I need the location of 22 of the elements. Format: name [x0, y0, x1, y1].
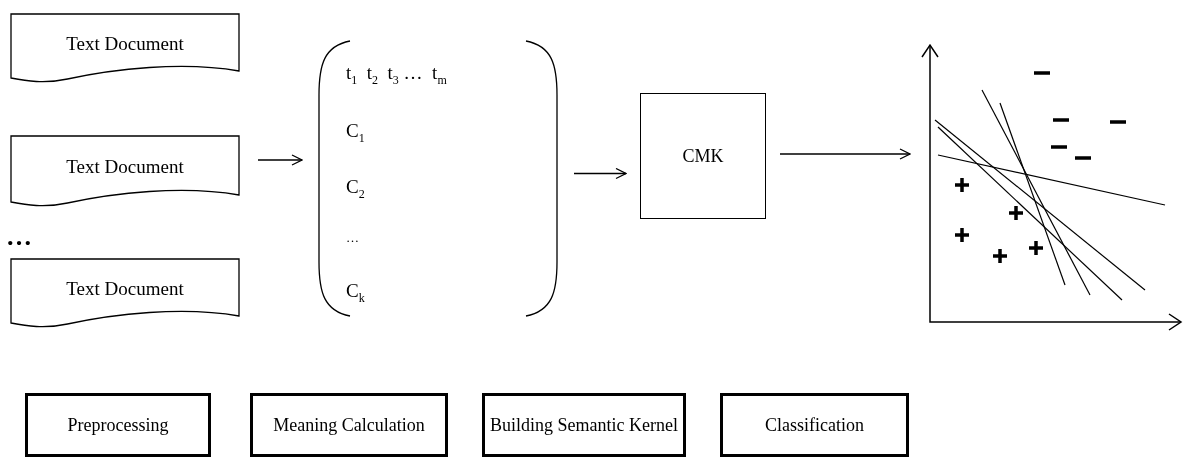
box-label: Preprocessing [67, 414, 169, 436]
process-box [640, 93, 766, 219]
document-label: Text Document [65, 156, 185, 178]
arrow [573, 167, 627, 180]
document-label: Text Document [65, 278, 185, 300]
stage-box [720, 393, 909, 457]
arrow [779, 148, 911, 160]
matrix-entry: C$_{k}$ [346, 280, 365, 306]
arrow [257, 154, 303, 166]
stage-box [25, 393, 211, 457]
matrix-entry: C$_{2}$ [346, 176, 365, 202]
matrix-entry: C$_{1}$ [346, 120, 365, 146]
box-label: Classification [765, 414, 864, 436]
stage-box [482, 393, 686, 457]
box-label: CMK [682, 145, 724, 167]
box-label: Building Semantic Kernel [490, 414, 678, 436]
matrix-entry: t$_{1}$ t$_{2}$ t$_{3}$ … t$_{m}$ [346, 62, 447, 88]
matrix-entry: … [346, 230, 359, 246]
stage-box [250, 393, 448, 457]
document-label: Text Document [65, 33, 185, 55]
box-label: Meaning Calculation [273, 414, 425, 436]
ellipsis-label: … [6, 222, 32, 252]
